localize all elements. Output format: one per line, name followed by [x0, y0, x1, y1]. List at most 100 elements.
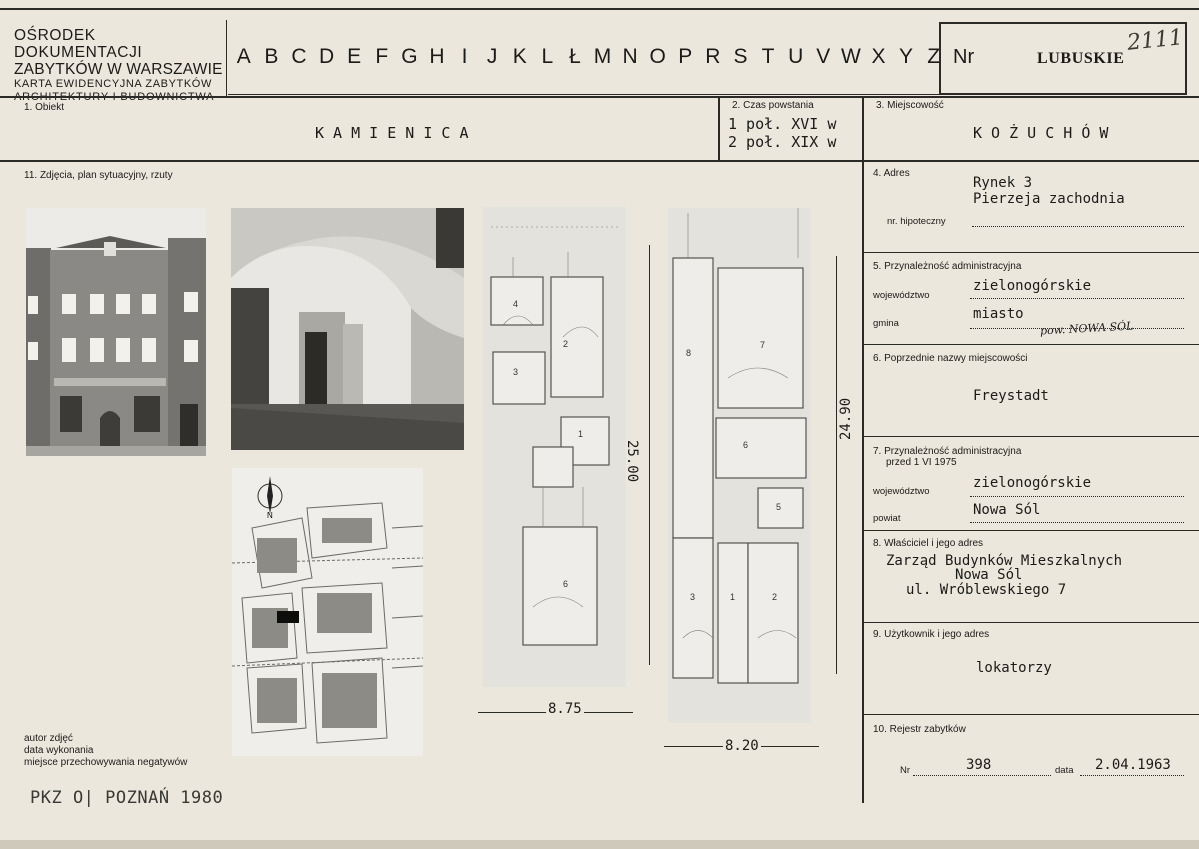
alphabet-letter: Ł: [569, 45, 581, 68]
alphabet-letter: E: [347, 45, 362, 68]
voiv-before-value: zielonogórskie: [973, 475, 1092, 491]
alphabet-letter: A: [236, 45, 251, 68]
period-line-2: 2 poł. XIX w: [728, 133, 837, 151]
voiv-value: zielonogórskie: [973, 278, 1092, 294]
sep-9: [862, 714, 1199, 715]
register-nr-line: [913, 775, 1051, 776]
nr-box: [939, 22, 1187, 95]
sep-6: [862, 436, 1199, 437]
period-label: 2. Czas powstania: [732, 100, 814, 111]
admin-before-label-1: 7. Przynależność administracyjna: [873, 446, 1022, 457]
institution-line-2: ZABYTKÓW W WARSZAWIE: [14, 61, 223, 78]
owner-line-3: ul. Wróblewskiego 7: [906, 582, 1067, 598]
svg-text:3: 3: [513, 367, 518, 377]
plan2-height-label: 24.90: [838, 397, 854, 440]
mortgage-label: nr. hipoteczny: [887, 216, 946, 227]
col-divider-a: [718, 96, 720, 160]
site-plan: N: [232, 468, 423, 756]
admin-label: 5. Przynależność administracyjna: [873, 261, 1022, 272]
svg-text:6: 6: [563, 579, 568, 589]
nr-label: Nr: [953, 46, 975, 68]
alphabet-letter: Y: [899, 45, 914, 68]
plan1-height-dimension-line: [649, 245, 650, 665]
svg-text:5: 5: [776, 502, 781, 512]
owner-line-2: Nowa Sól: [955, 567, 1023, 583]
sep-5: [862, 344, 1199, 345]
voiv-line: [970, 298, 1184, 299]
plan1-width-label: 8.75: [546, 701, 584, 717]
gmina-label: gmina: [873, 318, 899, 329]
svg-text:7: 7: [760, 340, 765, 350]
user-label: 9. Użytkownik i jego adres: [873, 629, 990, 640]
plan2-height-dimension-line: [836, 256, 837, 674]
photos-label: 11. Zdjęcia, plan sytuacyjny, rzuty: [24, 170, 173, 181]
svg-text:3: 3: [690, 592, 695, 602]
address-line-1: Rynek 3: [973, 175, 1033, 191]
former-names-label: 6. Poprzednie nazwy miejscowości: [873, 353, 1028, 364]
alphabet-letter: L: [541, 45, 554, 68]
alphabet-letter: K: [512, 45, 527, 68]
region-name: LUBUSKIE: [1037, 50, 1125, 67]
alphabet-letter: Z: [927, 45, 941, 68]
interior-photo: [231, 208, 464, 450]
powiat-label: powiat: [873, 513, 901, 524]
alphabet-letter: G: [401, 45, 418, 68]
alphabet-letter: U: [788, 45, 804, 68]
alphabet-letter: S: [733, 45, 748, 68]
alphabet-letter: V: [816, 45, 831, 68]
plan1-height-label: 25.00: [624, 440, 640, 483]
alphabet-letter: W: [840, 45, 861, 68]
alphabet-letter: H: [429, 45, 445, 68]
svg-text:8: 8: [686, 348, 691, 358]
institution-line-1: OŚRODEK DOKUMENTACJI: [14, 27, 143, 61]
storage-label: miejsce przechowywania negatywów: [24, 757, 188, 768]
alphabet-letter: P: [678, 45, 693, 68]
register-label: 10. Rejestr zabytków: [873, 724, 966, 735]
top-border: [0, 8, 1199, 10]
register-nr-label: Nr: [900, 765, 911, 776]
voiv-before-label: województwo: [873, 486, 930, 497]
powiat-line: [970, 522, 1184, 523]
row-1-top: [0, 96, 1199, 98]
svg-text:2: 2: [772, 592, 777, 602]
sep-4: [862, 252, 1199, 253]
alphabet-letter: F: [375, 45, 389, 68]
row-1-bottom: [0, 160, 1199, 162]
register-nr-value: 398: [966, 757, 992, 773]
object-value: K A M I E N I C A: [315, 124, 469, 142]
gmina-value: miasto: [973, 306, 1024, 322]
alphabet-letter: D: [318, 45, 335, 68]
institution-line-3: KARTA EWIDENCYJNA ZABYTKÓW: [14, 78, 212, 90]
alphabet-letter: N: [622, 45, 638, 68]
register-date-value: 2.04.1963: [1095, 757, 1171, 773]
address-line-2: Pierzeja zachodnia: [973, 191, 1125, 207]
alphabet-letter: T: [761, 45, 775, 68]
header-divider: [226, 20, 227, 96]
svg-text:2: 2: [563, 339, 568, 349]
svg-text:6: 6: [743, 440, 748, 450]
col-divider-b: [862, 96, 864, 803]
sep-8: [862, 622, 1199, 623]
mortgage-line: [972, 226, 1184, 227]
gmina-line: [970, 328, 1184, 329]
powiat-value: Nowa Sól: [973, 502, 1041, 518]
owner-line-1: Zarząd Budynków Mieszkalnych: [886, 553, 1123, 569]
object-label: 1. Obiekt: [24, 102, 65, 113]
alphabet-letter: J: [486, 45, 498, 68]
archive-stamp: PKZ O| POZNAŃ 1980: [30, 788, 224, 808]
alphabet-underline: [228, 94, 940, 95]
owner-label: 8. Właściciel i jego adres: [873, 538, 984, 549]
alphabet-letter: C: [291, 45, 307, 68]
alphabet-letter: R: [705, 45, 721, 68]
alphabet-letter: X: [871, 45, 886, 68]
svg-text:N: N: [267, 511, 273, 520]
locality-value: K O Ż U C H Ó W: [973, 124, 1109, 142]
alphabet-letter: B: [264, 45, 279, 68]
date-label: data wykonania: [24, 745, 94, 756]
svg-text:4: 4: [513, 299, 518, 309]
period-line-1: 1 poł. XVI w: [728, 115, 837, 133]
